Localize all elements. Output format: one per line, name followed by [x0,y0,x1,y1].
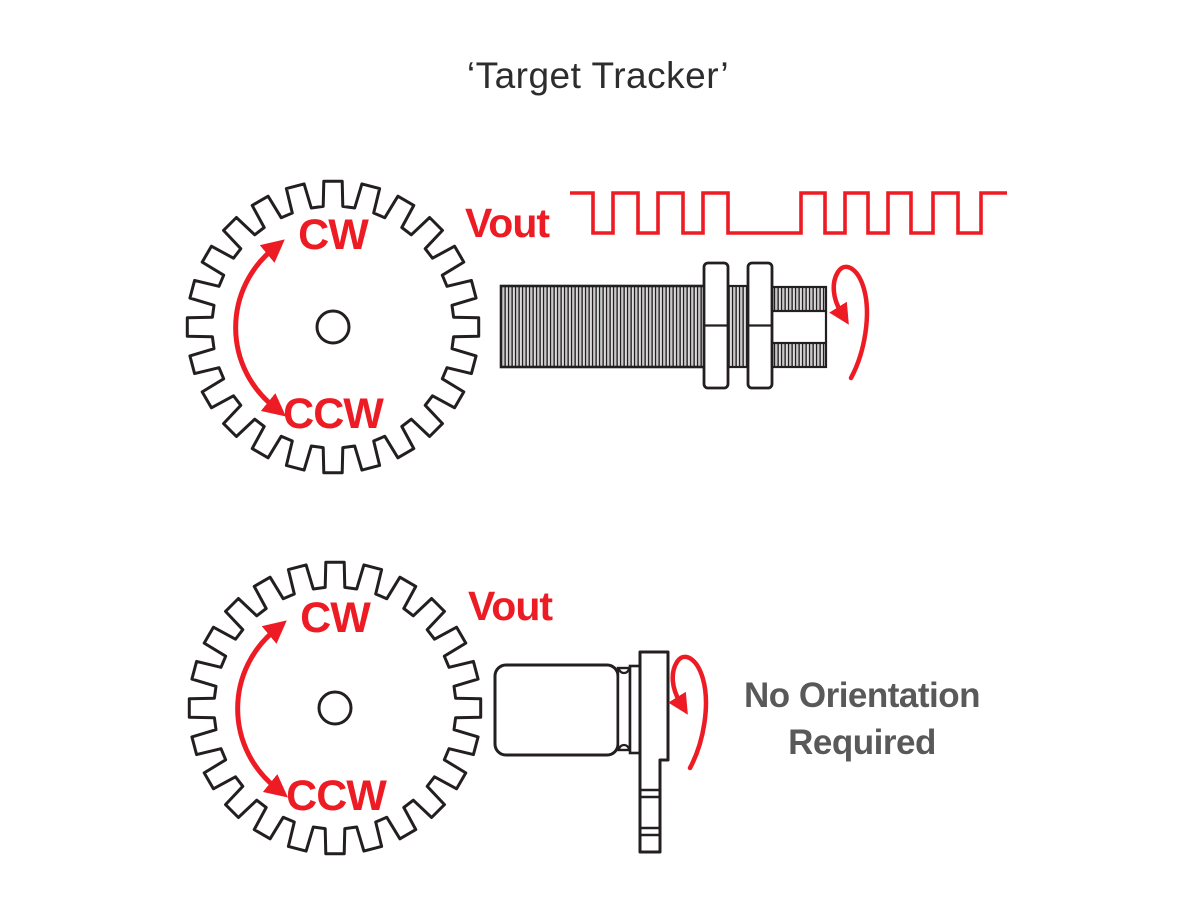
cw-label-top: CW [298,211,369,259]
cw-label-bottom: CW [300,594,371,642]
sensor-threaded-barrel [499,284,709,369]
rotation-arc-icon-bottom [235,620,288,798]
note-line-2: Required [788,723,936,762]
gear-hub-top [315,309,351,345]
bottom-diagram: CW CCW Vout No Orientation Required [187,560,981,856]
sensor-rear-threads-lower [770,341,828,369]
sensor-rear-threads-upper [770,285,828,313]
ccw-label-bottom: CCW [286,772,387,820]
smooth-sensor [493,650,670,854]
sensor-collar-groove [616,666,632,752]
spin-arrow-icon-bottom [668,654,709,771]
page-title: ‘Target Tracker’ [467,55,729,96]
top-diagram: CW CCW Vout [185,179,1007,475]
sensor-body [493,663,620,757]
spin-arrow-icon-top [829,264,870,381]
ccw-label-top: CCW [283,390,384,438]
vout-label-bottom: Vout [468,583,553,629]
note-line-1: No Orientation [744,676,980,715]
rotation-arc-icon-top [233,239,286,417]
gear-hub-bottom [317,690,353,726]
vout-square-wave [570,191,1007,235]
threaded-sensor [499,261,828,390]
sensor-flange-and-connector [638,650,670,854]
sensor-threads-between-nuts [725,284,751,369]
vout-label-top: Vout [465,200,550,246]
